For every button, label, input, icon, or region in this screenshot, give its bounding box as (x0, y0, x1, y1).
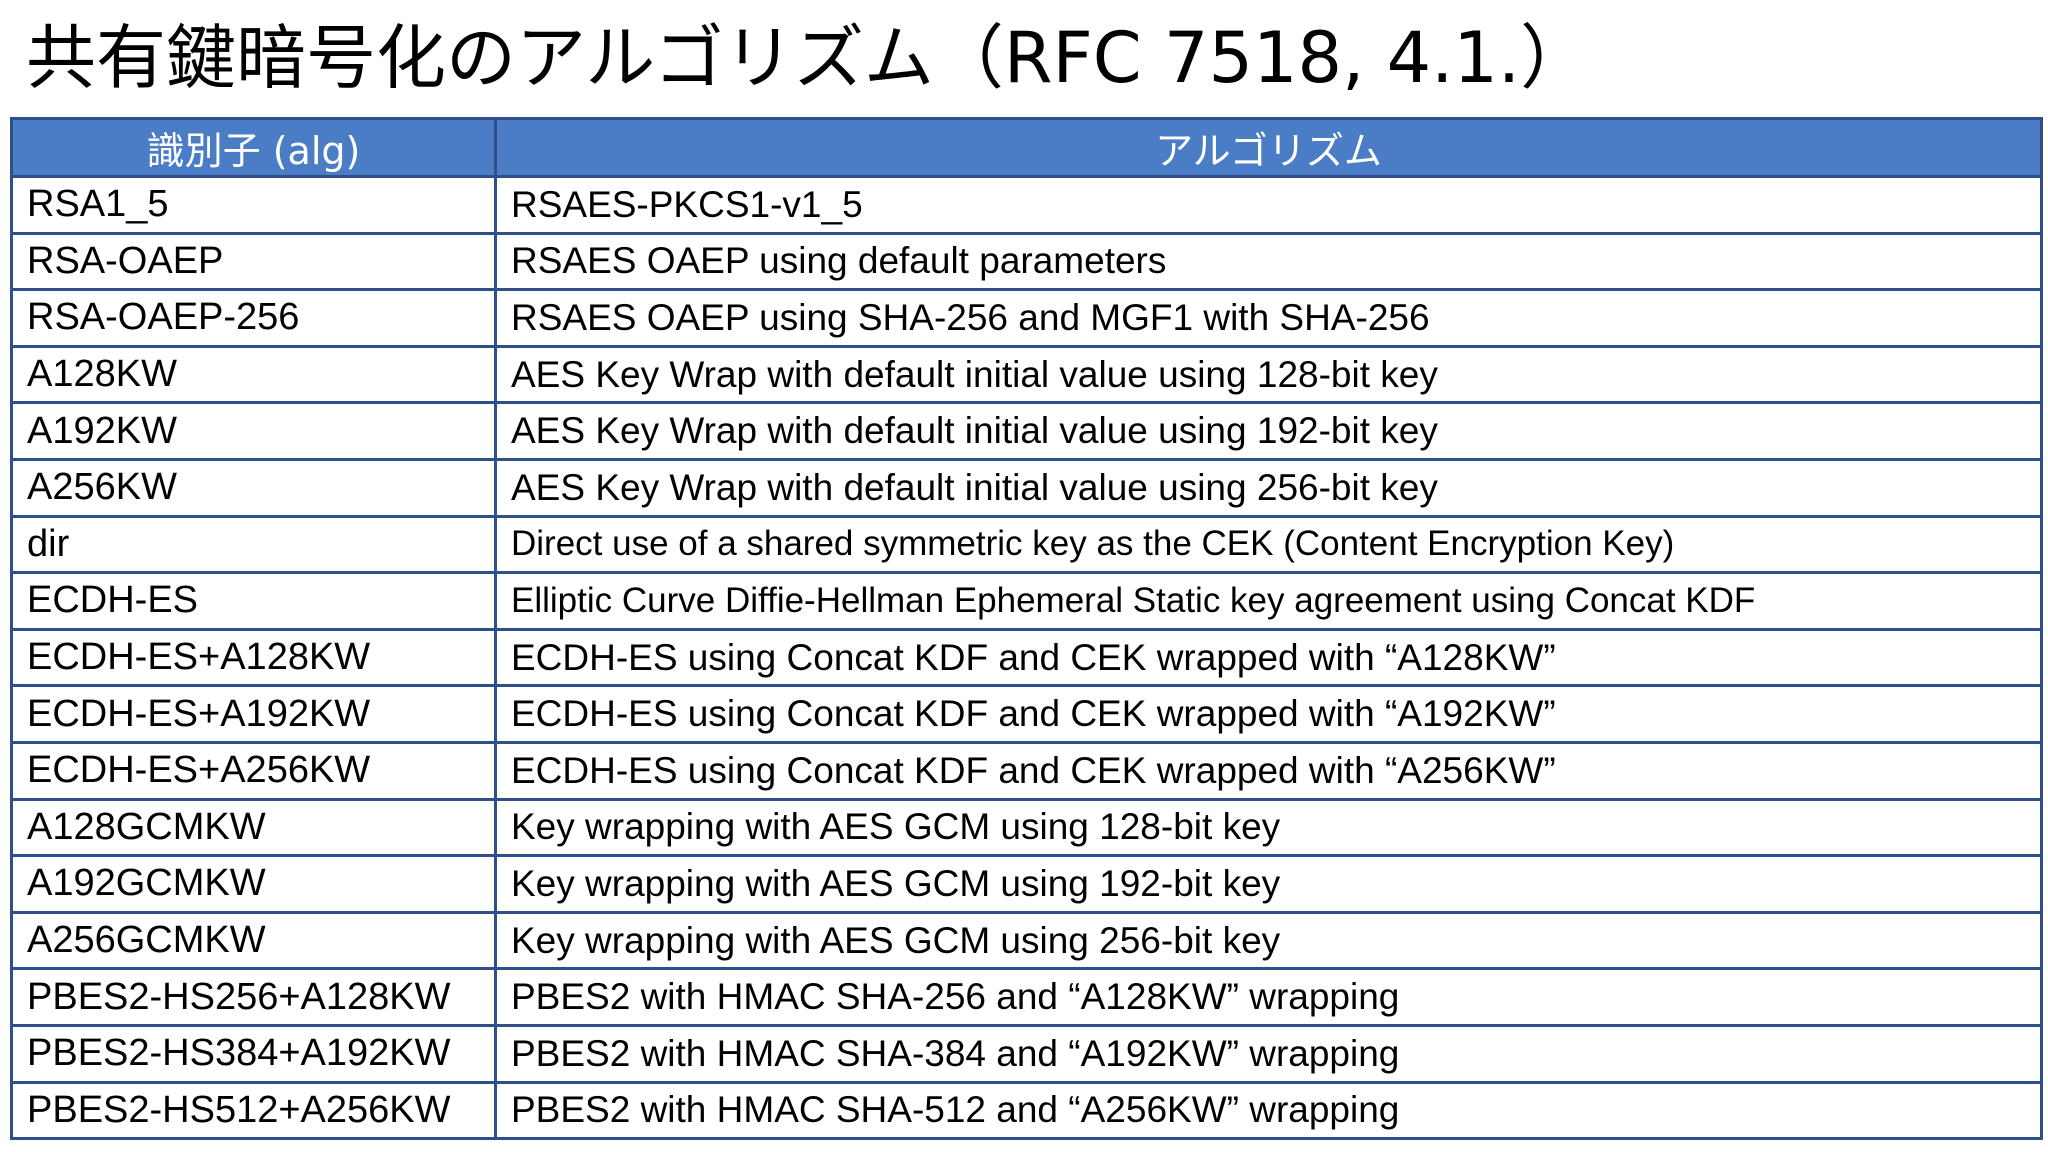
cell-identifier: ECDH-ES (10, 571, 497, 631)
table-row: ECDH-ES+A192KW ECDH-ES using Concat KDF … (10, 684, 2043, 744)
cell-identifier: PBES2-HS256+A128KW (10, 967, 497, 1027)
table-row: PBES2-HS256+A128KW PBES2 with HMAC SHA-2… (10, 967, 2043, 1027)
cell-identifier: RSA-OAEP-256 (10, 288, 497, 348)
cell-algorithm: RSAES OAEP using default parameters (494, 231, 2043, 292)
cell-identifier: ECDH-ES+A256KW (10, 740, 497, 801)
cell-algorithm: PBES2 with HMAC SHA-384 and “A192KW” wra… (494, 1023, 2043, 1084)
cell-algorithm: AES Key Wrap with default initial value … (494, 344, 2043, 405)
table-row: A256GCMKW Key wrapping with AES GCM usin… (10, 910, 2043, 971)
cell-algorithm: ECDH-ES using Concat KDF and CEK wrapped… (494, 684, 2043, 744)
cell-identifier: A128GCMKW (10, 797, 497, 858)
table-row: RSA1_5 RSAES-PKCS1-v1_5 (10, 175, 2043, 235)
cell-identifier: A192KW (10, 401, 497, 461)
table-row: PBES2-HS512+A256KW PBES2 with HMAC SHA-5… (10, 1080, 2043, 1141)
cell-algorithm: RSAES-PKCS1-v1_5 (494, 175, 2043, 235)
cell-algorithm: ECDH-ES using Concat KDF and CEK wrapped… (494, 740, 2043, 801)
table-row: ECDH-ES+A128KW ECDH-ES using Concat KDF … (10, 627, 2043, 688)
cell-identifier: RSA-OAEP (10, 231, 497, 292)
table-row: A192KW AES Key Wrap with default initial… (10, 401, 2043, 461)
cell-identifier: RSA1_5 (10, 175, 497, 235)
algorithm-table: 識別子 (alg) アルゴリズム RSA1_5 RSAES-PKCS1-v1_5… (10, 117, 2043, 1141)
cell-identifier: PBES2-HS512+A256KW (10, 1080, 497, 1141)
table-row: ECDH-ES Elliptic Curve Diffie-Hellman Ep… (10, 571, 2043, 631)
cell-algorithm: Key wrapping with AES GCM using 256-bit … (494, 910, 2043, 971)
table-row: A256KW AES Key Wrap with default initial… (10, 457, 2043, 518)
cell-algorithm: Direct use of a shared symmetric key as … (494, 514, 2043, 575)
table-row: ECDH-ES+A256KW ECDH-ES using Concat KDF … (10, 740, 2043, 801)
table-row: RSA-OAEP RSAES OAEP using default parame… (10, 231, 2043, 292)
table-row: A128GCMKW Key wrapping with AES GCM usin… (10, 797, 2043, 858)
table-row: A192GCMKW Key wrapping with AES GCM usin… (10, 854, 2043, 914)
cell-algorithm: Key wrapping with AES GCM using 128-bit … (494, 797, 2043, 858)
cell-algorithm: PBES2 with HMAC SHA-512 and “A256KW” wra… (494, 1080, 2043, 1141)
column-header-algorithm: アルゴリズム (494, 117, 2043, 178)
cell-identifier: A192GCMKW (10, 854, 497, 914)
cell-algorithm: PBES2 with HMAC SHA-256 and “A128KW” wra… (494, 967, 2043, 1027)
cell-identifier: ECDH-ES+A128KW (10, 627, 497, 688)
table-row: RSA-OAEP-256 RSAES OAEP using SHA-256 an… (10, 288, 2043, 348)
table-header-row: 識別子 (alg) アルゴリズム (10, 117, 2043, 178)
table-row: PBES2-HS384+A192KW PBES2 with HMAC SHA-3… (10, 1023, 2043, 1084)
table-row: dir Direct use of a shared symmetric key… (10, 514, 2043, 575)
cell-algorithm: AES Key Wrap with default initial value … (494, 401, 2043, 461)
cell-identifier: A256KW (10, 457, 497, 518)
cell-identifier: A256GCMKW (10, 910, 497, 971)
cell-identifier: dir (10, 514, 497, 575)
table-row: A128KW AES Key Wrap with default initial… (10, 344, 2043, 405)
cell-algorithm: RSAES OAEP using SHA-256 and MGF1 with S… (494, 288, 2043, 348)
cell-algorithm: Elliptic Curve Diffie-Hellman Ephemeral … (494, 571, 2043, 631)
cell-algorithm: Key wrapping with AES GCM using 192-bit … (494, 854, 2043, 914)
page-title: 共有鍵暗号化のアルゴリズム（RFC 7518, 4.1.） (26, 17, 1591, 99)
cell-algorithm: AES Key Wrap with default initial value … (494, 457, 2043, 518)
cell-identifier: PBES2-HS384+A192KW (10, 1023, 497, 1084)
cell-identifier: A128KW (10, 344, 497, 405)
cell-identifier: ECDH-ES+A192KW (10, 684, 497, 744)
cell-algorithm: ECDH-ES using Concat KDF and CEK wrapped… (494, 627, 2043, 688)
column-header-identifier: 識別子 (alg) (10, 117, 497, 178)
